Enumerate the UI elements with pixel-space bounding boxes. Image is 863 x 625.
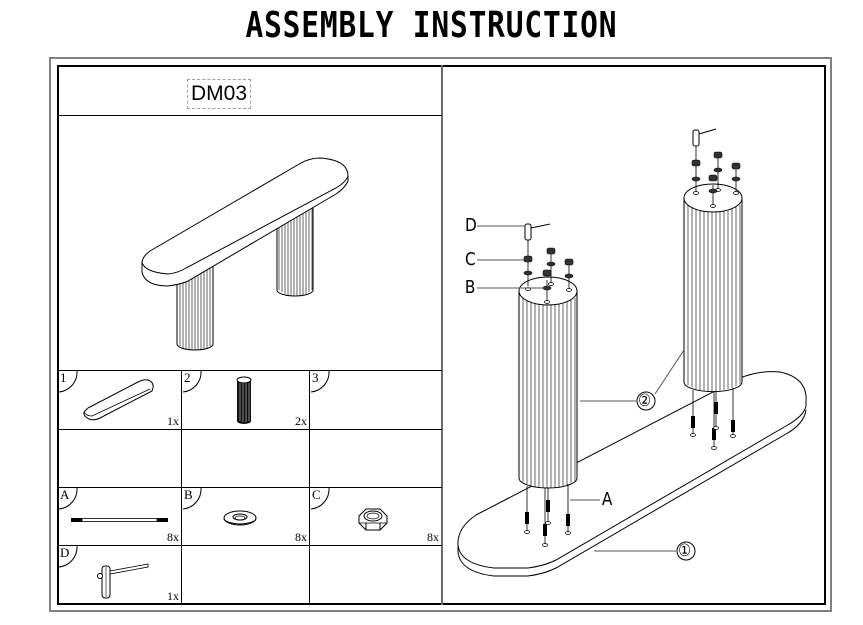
table-top-part-icon [83, 379, 154, 421]
part-cell-1: 1 1x [58, 371, 181, 429]
part-number: 2 [184, 370, 191, 385]
part-quantity: 1x [167, 414, 179, 428]
callout-label-B: B [464, 277, 476, 298]
part-cell-B: B 8x [182, 488, 309, 545]
callout-label-A: A [601, 489, 613, 510]
model-number-label: DM03 [187, 79, 252, 109]
part-number-badge: A [59, 488, 81, 510]
part-number: 1 [60, 370, 67, 385]
part-cell-3: 3 [310, 371, 441, 429]
outer-frame [49, 57, 832, 612]
parts-table-top-line [57, 370, 442, 371]
part-quantity: 8x [295, 530, 307, 544]
part-quantity: 1x [167, 589, 179, 603]
part-number-badge: 3 [311, 371, 333, 393]
part-cell-D: D 1x [58, 546, 181, 604]
part-number-badge: 2 [183, 371, 205, 393]
hex-nut-part-icon [358, 508, 388, 531]
part-quantity: 2x [295, 414, 307, 428]
part-number-badge: D [59, 546, 81, 568]
part-cell-A: A 8x [58, 488, 181, 545]
callout-circle-2 [636, 391, 656, 411]
part-quantity: 8x [427, 530, 439, 544]
part-number: C [312, 487, 321, 502]
callout-circle-1 [676, 541, 696, 561]
callout-label-part2: ② [638, 391, 652, 411]
parts-col-line [181, 370, 182, 605]
fluted-leg-part-icon [236, 376, 252, 424]
part-number: A [60, 487, 70, 502]
page-title: ASSEMBLY INSTRUCTION [245, 5, 618, 46]
part-cell-2: 2 2x [182, 371, 309, 429]
threaded-bolt-part-icon [71, 518, 168, 522]
part-cell-C: C 8x [310, 488, 441, 545]
wrench-illustration-left [524, 223, 551, 241]
washer-part-icon [223, 510, 257, 526]
column-divider [441, 65, 443, 605]
left-leg-illustration [518, 223, 578, 547]
callout-label-C: C [464, 249, 476, 270]
part-number: D [60, 545, 70, 560]
part-number-badge: B [183, 488, 205, 510]
wrench-illustration-right [692, 128, 717, 147]
parts-col-line [309, 370, 310, 605]
parts-row-line [57, 487, 442, 488]
parts-row-line [57, 545, 442, 546]
right-leg-illustration [683, 128, 743, 450]
part-number: 3 [312, 370, 319, 385]
part-number: B [184, 487, 193, 502]
callout-label-D: D [465, 215, 477, 236]
model-row-divider [57, 115, 442, 116]
parts-row-line [57, 429, 442, 430]
callout-label-part1: ① [678, 541, 692, 561]
table-top-illustration [141, 157, 349, 287]
front-leg-illustration [176, 262, 214, 351]
part-quantity: 8x [167, 530, 179, 544]
socket-wrench-part-icon [97, 563, 149, 599]
part-number-badge: 1 [59, 371, 81, 393]
part-number-badge: C [311, 488, 333, 510]
base-plate-illustration [457, 371, 807, 577]
